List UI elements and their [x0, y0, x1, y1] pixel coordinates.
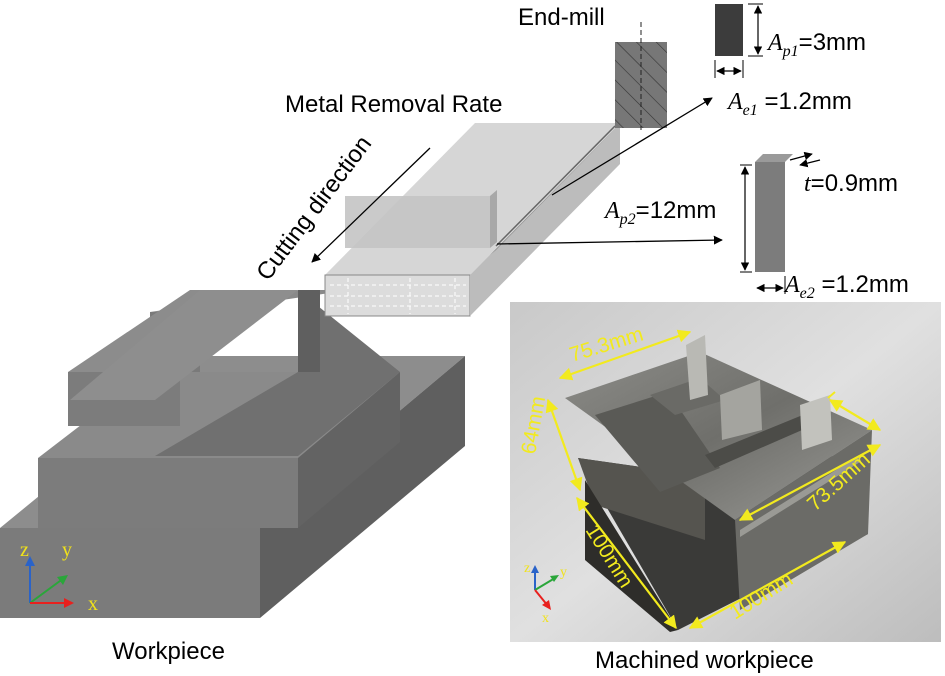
- t-symbol: t: [804, 171, 812, 197]
- ae1-label: Ae1 =1.2mm: [726, 88, 852, 119]
- y-axis-label: y: [62, 539, 72, 561]
- ridge-face: [155, 290, 400, 456]
- photo-x-arrowhead: [542, 600, 551, 610]
- photo-dim-line-1: [558, 329, 692, 381]
- cut-section-2: [755, 162, 785, 272]
- ae1-symbol: A: [726, 89, 743, 115]
- machined-workpiece-photo: 75.3mm 64mm 73.5mm 100mm 100mm z y x: [510, 302, 941, 642]
- ae2-value: =1.2mm: [815, 271, 909, 298]
- t-dimension-arrow-1: [789, 151, 813, 161]
- ae1-subscript: e1: [743, 102, 758, 119]
- removal-block-side: [490, 190, 497, 248]
- ae2-symbol: A: [783, 272, 800, 298]
- middle-step-side: [298, 372, 400, 528]
- photo-z-label: z: [524, 561, 530, 576]
- ap2-value: =12mm: [636, 197, 717, 224]
- photo-x-label: x: [542, 611, 549, 626]
- leader-arrow-1: [551, 97, 713, 196]
- photo-pocket-large: [595, 392, 720, 492]
- ridge-cap: [70, 290, 298, 400]
- axis-triad-left: z y x: [20, 539, 98, 615]
- cut-section-2-top: [755, 154, 793, 162]
- photo-y-arrowhead: [550, 575, 559, 582]
- photo-pocket-slot: [705, 412, 825, 468]
- photo-dim-line-3: [738, 444, 882, 521]
- y-axis-line: [29, 577, 65, 604]
- t-dimension-arrow-2: [799, 159, 821, 168]
- ap1-symbol: A: [766, 30, 783, 56]
- bar-side-face: [470, 123, 620, 316]
- photo-thin-wall-2: [800, 395, 832, 450]
- photo-dim-line-2: [545, 398, 583, 492]
- photo-z-arrowhead: [531, 565, 539, 573]
- t-label: t=0.9mm: [804, 170, 898, 197]
- photo-y-label: y: [560, 565, 567, 580]
- machined-workpiece-caption: Machined workpiece: [595, 647, 814, 674]
- end-mill-label: End-mill: [518, 4, 605, 31]
- base-side-face: [260, 356, 465, 618]
- workpiece-caption: Workpiece: [112, 638, 225, 665]
- photo-y-axis: [534, 577, 556, 591]
- ap2-subscript: p2: [619, 211, 636, 228]
- x-axis-arrowhead: [64, 598, 74, 608]
- ap1-subscript: p1: [782, 43, 799, 60]
- t-value: =0.9mm: [811, 170, 898, 197]
- photo-dim-line-4: [576, 496, 677, 630]
- z-axis-label: z: [20, 539, 29, 561]
- ap2-symbol: A: [603, 198, 620, 224]
- ae1-value: =1.2mm: [758, 88, 852, 115]
- photo-thin-wall-3: [720, 380, 762, 440]
- cut-section-1: [715, 4, 743, 56]
- stock-bar: [324, 123, 620, 317]
- photo-dim-line-5: [688, 541, 847, 629]
- leader-arrow-2: [496, 235, 723, 245]
- mrr-label: Metal Removal Rate: [285, 91, 502, 118]
- base-front-face: [0, 528, 260, 618]
- cutting-direction-arrow: [311, 147, 431, 263]
- removal-block-top: [345, 196, 490, 248]
- z-axis-arrowhead: [25, 556, 35, 566]
- workpiece-model: [0, 290, 465, 618]
- middle-step-front: [38, 458, 298, 528]
- y-axis-arrowhead: [57, 575, 68, 585]
- photo-dim-tick: [827, 391, 836, 399]
- ae2-label: Ae2 =1.2mm: [783, 271, 909, 302]
- photo-dim-line-3b: [828, 399, 882, 431]
- ap1-label: Ap1=3mm: [766, 29, 866, 60]
- bar-slot: [490, 132, 612, 255]
- ridge-side: [298, 290, 320, 372]
- photo-thin-wall-1: [686, 335, 708, 400]
- ap2-label: Ap2=12mm: [603, 197, 716, 228]
- bar-slot-edge: [495, 125, 616, 247]
- ae2-subscript: e2: [800, 285, 815, 302]
- ap1-value: =3mm: [799, 29, 866, 56]
- x-axis-label: x: [88, 593, 98, 615]
